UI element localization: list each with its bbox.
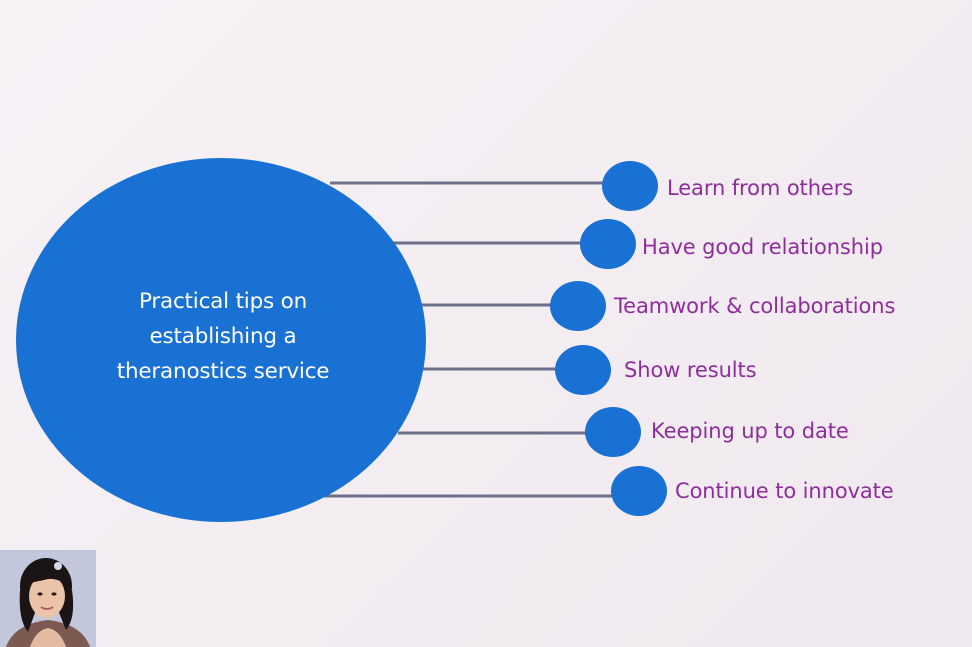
central-topic-line: establishing a bbox=[149, 324, 297, 349]
tip-dot bbox=[550, 281, 606, 331]
tip-dot bbox=[611, 466, 667, 516]
tip-dot bbox=[555, 345, 611, 395]
central-topic-title: Practical tips on establishing a therano… bbox=[70, 284, 376, 389]
tip-label-keeping-up-to-date: Keeping up to date bbox=[651, 419, 849, 443]
tip-label-learn-from-others: Learn from others bbox=[667, 176, 854, 200]
tip-dot bbox=[602, 161, 658, 211]
central-topic-line: theranostics service bbox=[116, 359, 330, 384]
central-topic-circle bbox=[16, 158, 426, 522]
tip-label-continue-to-innovate: Continue to innovate bbox=[675, 479, 894, 503]
presenter-avatar-icon bbox=[0, 550, 96, 647]
tip-dot bbox=[585, 407, 641, 457]
tip-dot bbox=[580, 219, 636, 269]
tip-label-show-results: Show results bbox=[624, 358, 757, 382]
tip-label-teamwork-collaborations: Teamwork & collaborations bbox=[614, 294, 896, 318]
central-topic-line: Practical tips on bbox=[138, 289, 308, 314]
tip-label-have-good-relationship: Have good relationship bbox=[642, 235, 883, 259]
presenter-webcam-thumbnail bbox=[0, 550, 96, 647]
